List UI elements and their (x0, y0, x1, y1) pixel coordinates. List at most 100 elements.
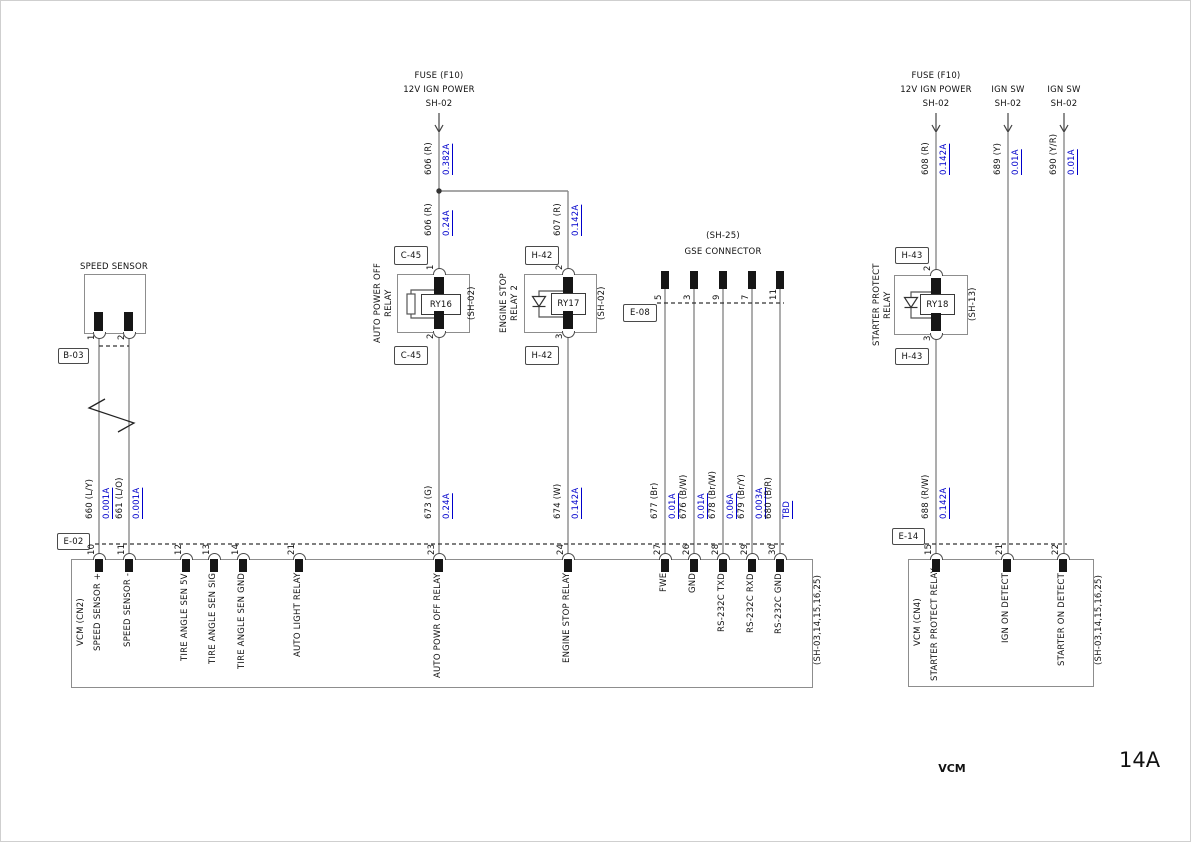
cn2-pin-label: TIRE ANGLE SEN SIG (208, 573, 218, 665)
relay1-name-line2: RELAY (384, 289, 394, 317)
cn2-pin-arc (774, 553, 787, 560)
wire-label-674: 674 (W) (553, 483, 563, 519)
cn2-pin-label: FWE (659, 573, 669, 593)
cn4-pin-arc (1057, 553, 1070, 560)
cn2-pin-contact (239, 559, 247, 572)
wire-label-678: 678 (Br/W) (708, 470, 718, 519)
wire-current-688: 0.142A (939, 487, 949, 519)
cn2-pin-label: TIRE ANGLE SEN 5V (180, 573, 190, 661)
relay-internal-coil-ry16 (406, 289, 439, 319)
wire-current-676: 0.01A (697, 493, 707, 519)
cn2-pin-arc (237, 553, 250, 560)
ign-sw1-title: IGN SW (991, 85, 1025, 95)
vcm-cn4-sheet-ref: (SH-03,14,15,16,25) (1094, 574, 1104, 666)
cn2-pin-number: 29 (740, 543, 750, 555)
connector-dashed-lines (95, 302, 1067, 545)
wire-label-677: 677 (Br) (650, 482, 660, 519)
wire-current-606b: 0.24A (442, 210, 452, 236)
cn4-pin-number: 22 (1051, 543, 1061, 555)
cn2-pin-label: TIRE ANGLE SEN GND (237, 573, 247, 670)
relay1-sheet-ref: (SH-02) (467, 286, 477, 320)
relay3-pin-top-contact (931, 278, 941, 296)
connector-ref-e14: E-14 (892, 528, 925, 545)
gse-pin3-number: 9 (712, 294, 722, 300)
gse-pin5-contact (776, 271, 784, 289)
connector-ref-h43-top: H-43 (895, 247, 929, 264)
cn4-pin-label: IGN ON DETECT (1001, 573, 1011, 644)
wire-current-680: TBD (782, 500, 792, 519)
relay1-pin-top-contact (434, 277, 444, 295)
cn2-pin-contact (295, 559, 303, 572)
speed-sensor-pin2-number: 2 (117, 334, 127, 340)
cn4-pin-label: STARTER ON DETECT (1057, 573, 1067, 666)
relay3-id-box: RY18 (920, 294, 955, 315)
cn2-pin-contact (435, 559, 443, 572)
relay2-box (524, 274, 597, 333)
relay1-name-line1: AUTO POWER OFF (373, 262, 383, 344)
cn2-pin-contact (776, 559, 784, 572)
ign-sw2-sheet-ref: SH-02 (1050, 99, 1078, 109)
fuse-mid-subtitle: 12V IGN POWER (403, 85, 475, 95)
wire-current-674: 0.142A (571, 487, 581, 519)
cn2-pin-number: 30 (768, 543, 778, 555)
cn2-pin-label: SPEED SENSOR - (123, 573, 133, 648)
vcm-cn4-name: VCM (CN4) (913, 598, 923, 646)
wire-label-661: 661 (L/O) (115, 477, 125, 519)
fuse-right-sheet-ref: SH-02 (922, 99, 950, 109)
gse-pin2-number: 3 (683, 294, 693, 300)
cn4-pin-contact (932, 559, 940, 572)
wire-current-677: 0.01A (668, 493, 678, 519)
cn2-pin-label: GND (688, 573, 698, 594)
wire-current-661: 0.001A (132, 487, 142, 519)
gse-pin4-contact (748, 271, 756, 289)
speed-sensor-box (84, 274, 146, 334)
wire-current-660: 0.001A (102, 487, 112, 519)
cn2-pin-arc (93, 553, 106, 560)
connector-ref-e02: E-02 (57, 533, 90, 550)
wire-label-680: 680 (B/R) (764, 477, 774, 519)
gse-sheet-ref: (SH-25) (706, 231, 740, 241)
relay3-pin-top-arc (930, 269, 943, 276)
cn2-pin-contact (661, 559, 669, 572)
cn2-pin-contact (125, 559, 133, 572)
cn2-pin-contact (182, 559, 190, 572)
cn2-pin-label: RS-232C TXD (717, 573, 727, 632)
relay1-pin-top-number: 1 (426, 264, 436, 270)
cn2-pin-number: 28 (711, 543, 721, 555)
cn2-pin-number: 21 (287, 543, 297, 555)
cn2-pin-number: 23 (427, 543, 437, 555)
wire-label-606b: 606 (R) (424, 203, 434, 236)
connector-ref-c45-top: C-45 (394, 246, 428, 265)
relay3-pin-bottom-contact (931, 313, 941, 331)
cn2-pin-label: AUTO LIGHT RELAY (293, 573, 303, 658)
cn2-pin-number: 24 (556, 543, 566, 555)
fuse-mid-title: FUSE (F10) (414, 71, 464, 81)
relay1-pin-top-arc (433, 268, 446, 275)
cn2-pin-contact (719, 559, 727, 572)
gse-pin1-contact (661, 271, 669, 289)
speed-sensor-pin1-contact (94, 312, 103, 331)
cn4-pin-contact (1003, 559, 1011, 572)
wire-label-689: 689 (Y) (993, 142, 1003, 175)
cn2-pin-contact (748, 559, 756, 572)
wire-label-688: 688 (R/W) (921, 474, 931, 519)
cn2-pin-contact (564, 559, 572, 572)
cn2-pin-number: 10 (87, 543, 97, 555)
cn2-pin-arc (717, 553, 730, 560)
cn2-pin-number: 13 (202, 543, 212, 555)
cn2-pin-arc (562, 553, 575, 560)
ign-sw1-sheet-ref: SH-02 (994, 99, 1022, 109)
relay-internal-diode-ry18 (903, 291, 936, 319)
connector-ref-c45-bottom: C-45 (394, 346, 428, 365)
cn2-pin-number: 11 (117, 543, 127, 555)
fuse-right-title: FUSE (F10) (911, 71, 961, 81)
cn2-pin-number: 12 (174, 543, 184, 555)
wire-current-678: 0.06A (726, 493, 736, 519)
relay3-name-line1: STARTER PROTECT (872, 263, 882, 347)
cn2-pin-number: 14 (231, 543, 241, 555)
cn2-pin-arc (123, 553, 136, 560)
cn2-pin-arc (688, 553, 701, 560)
wire-label-608: 608 (R) (921, 142, 931, 175)
